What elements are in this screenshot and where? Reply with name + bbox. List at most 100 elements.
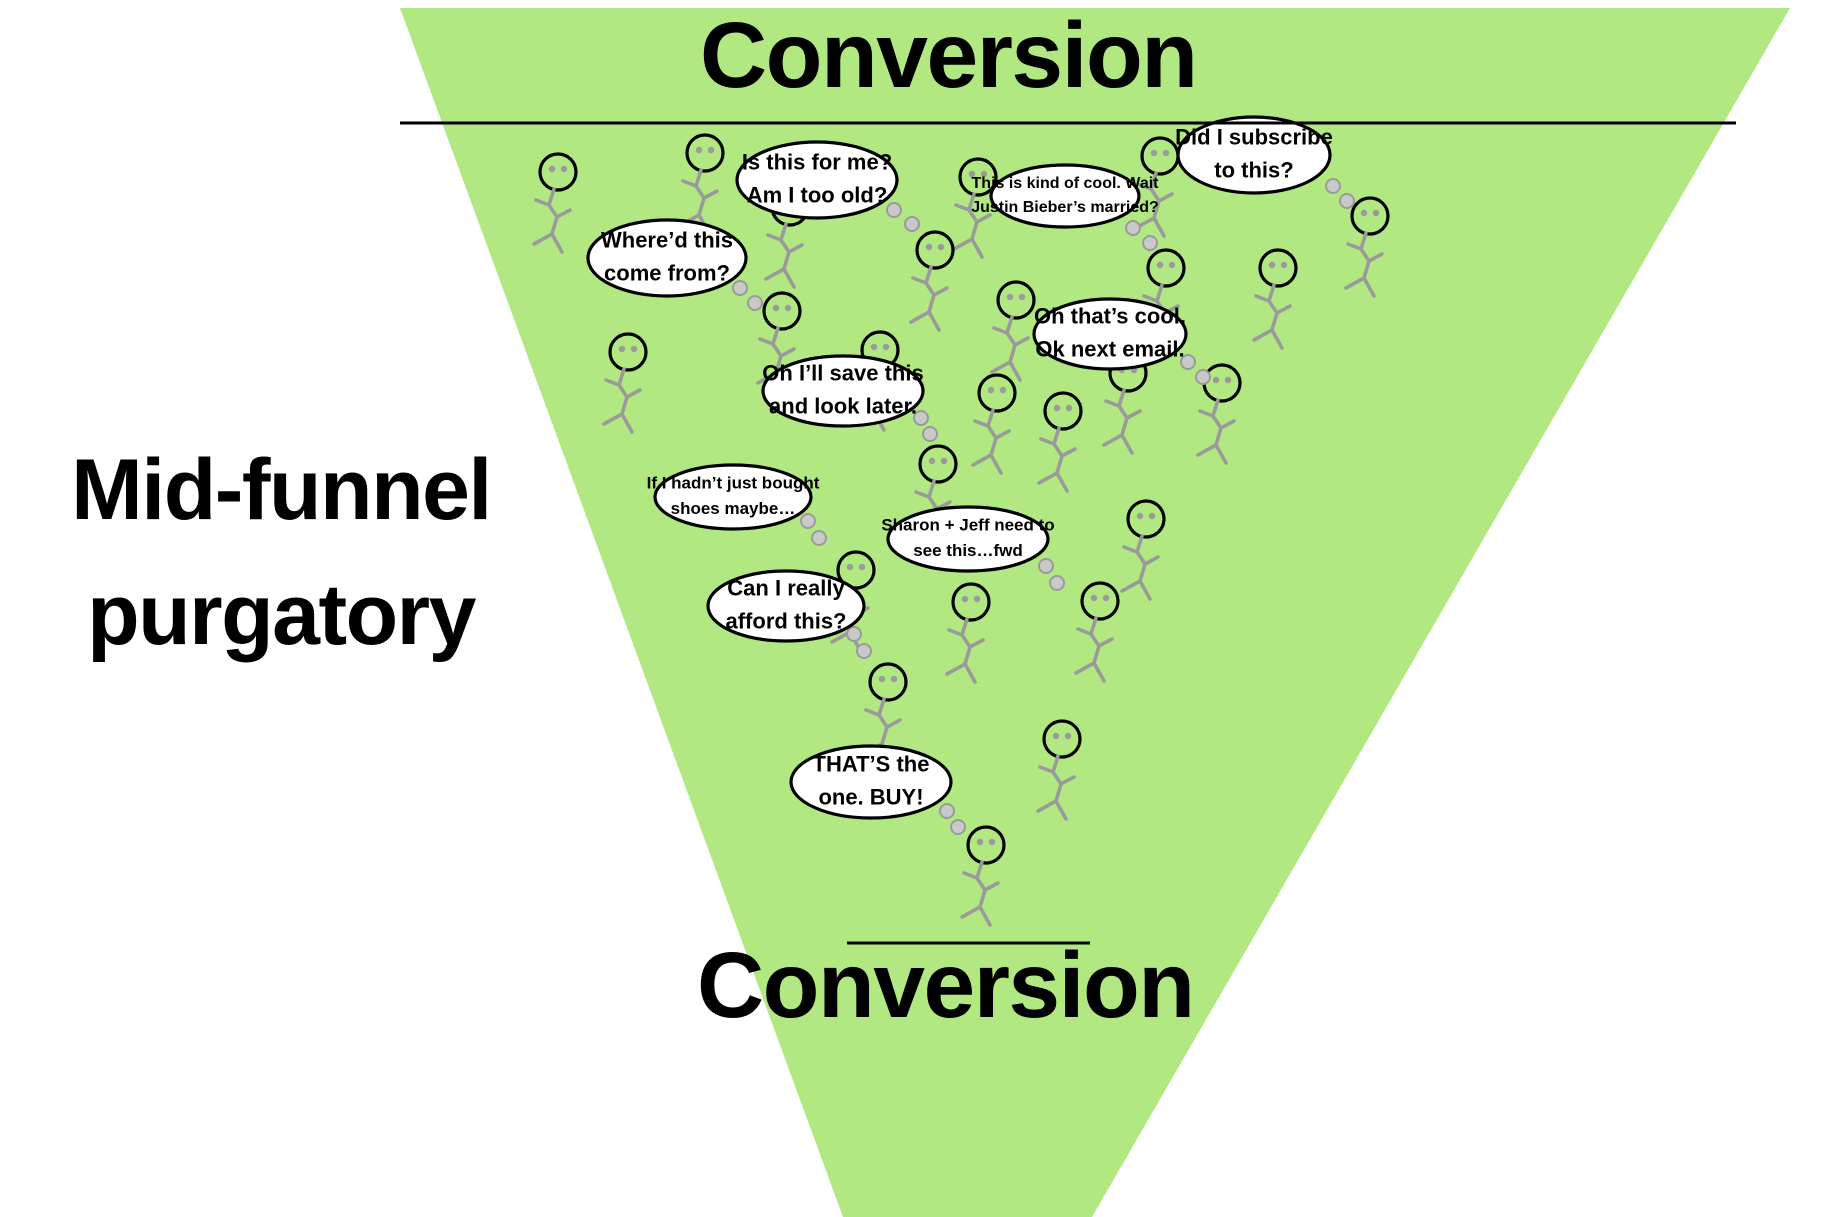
figure-eye-icon [695, 146, 703, 154]
figure-body [1196, 398, 1236, 465]
speech-bubble-text-line: Did I subscribe [1175, 124, 1333, 149]
figure-body [1344, 231, 1384, 298]
speech-bubble-text-line: Justin Bieber’s married? [971, 199, 1159, 216]
figure-eye-icon [1090, 594, 1098, 602]
speech-bubble-text-line: see this…fwd [913, 541, 1023, 560]
figure-eye-icon [1102, 594, 1110, 602]
thought-dot-icon [811, 530, 827, 546]
figure-head-icon [1043, 391, 1083, 431]
figure-head-icon [1350, 196, 1390, 236]
figure-eye-icon [1136, 512, 1144, 520]
thought-dot-trail [800, 513, 827, 546]
speech-bubble-oval [706, 569, 866, 643]
thought-dot-trail [846, 626, 872, 659]
speech-bubble-text-line: Oh that’s cool. [1034, 303, 1186, 328]
speech-bubble-text-line: Sharon + Jeff need to [881, 516, 1054, 535]
figure-head-icon [868, 662, 908, 702]
figure-head-icon [1258, 248, 1298, 288]
figure-body [960, 860, 1000, 927]
figure-eye-icon [1372, 209, 1380, 217]
figure-head-icon [958, 157, 998, 197]
speech-bubble-text-line: and look later. [769, 393, 917, 418]
stick-figure [1196, 363, 1242, 465]
figure-eye-icon [1212, 376, 1220, 384]
figure-eye-icon [1053, 404, 1061, 412]
side-title: Mid-funnel purgatory [26, 428, 536, 677]
thought-dot-trail [913, 410, 938, 442]
thought-dot-icon [1325, 178, 1341, 194]
stick-figure [1134, 136, 1180, 238]
figure-eye-icon [630, 345, 638, 353]
stick-figure [1252, 248, 1298, 350]
thought-dot-icon [1038, 558, 1054, 574]
figure-eye-icon [1064, 732, 1072, 740]
thought-dot-icon [846, 626, 862, 642]
speech-bubble-oval [989, 163, 1141, 229]
figure-head-icon [1080, 581, 1120, 621]
figure-eye-icon [784, 304, 792, 312]
figure-eye-icon [1052, 732, 1060, 740]
figure-eye-icon [1006, 293, 1014, 301]
figure-eye-icon [973, 595, 981, 603]
figure-eye-icon [1224, 376, 1232, 384]
speech-bubble-text-line: Can I really [727, 575, 845, 600]
figure-head-icon [966, 825, 1006, 865]
figure-eye-icon [937, 243, 945, 251]
figure-eye-icon [980, 170, 988, 178]
speech-bubble-group: Is this for me?Am I too old?Did I subscr… [586, 115, 1333, 820]
figure-eye-icon [988, 838, 996, 846]
thought-dot-icon [886, 202, 902, 218]
speech-bubble-oval [1176, 115, 1332, 195]
stick-figure [679, 133, 725, 235]
figure-eye-icon [1148, 512, 1156, 520]
thought-dot-icon [939, 803, 955, 819]
figure-body [756, 326, 796, 393]
figure-body [1037, 426, 1077, 493]
figure-head-icon [977, 373, 1017, 413]
figure-eye-icon [1150, 149, 1158, 157]
figure-eye-icon [925, 243, 933, 251]
thought-dot-icon [950, 819, 966, 835]
figure-head-icon [608, 332, 648, 372]
figure-eye-icon [618, 345, 626, 353]
thought-dot-trail [1180, 354, 1211, 385]
figure-eye-icon [1280, 261, 1288, 269]
figure-eye-icon [928, 457, 936, 465]
speech-bubble-text-line: If I hadn’t just bought [647, 474, 820, 493]
thought-dot-icon [1195, 369, 1211, 385]
figure-eye-icon [846, 563, 854, 571]
figure-eye-icon [976, 838, 984, 846]
thought-dot-icon [732, 280, 748, 296]
figure-eye-icon [1268, 261, 1276, 269]
figure-eye-icon [961, 595, 969, 603]
figure-eye-icon [987, 386, 995, 394]
stick-figure [756, 291, 802, 393]
figure-body [990, 315, 1030, 382]
figure-eye-icon [1018, 293, 1026, 301]
figure-eye-icon [772, 304, 780, 312]
speech-bubble-text-line: THAT’S the [813, 751, 930, 776]
stick-figure [1344, 196, 1390, 298]
figure-eye-icon [878, 675, 886, 683]
speech-bubble-oval [886, 505, 1050, 573]
speech-bubble-text-line: Where’d this [601, 227, 733, 252]
figure-eye-icon [1156, 261, 1164, 269]
figure-body [1134, 171, 1174, 238]
figure-head-icon [996, 280, 1036, 320]
figure-eye-icon [560, 165, 568, 173]
speech-bubble-oval [735, 140, 899, 220]
speech-bubble-text-line: Ok next email. [1035, 336, 1184, 361]
speech-bubble-text-line: afford this? [726, 608, 847, 633]
figure-eye-icon [1360, 209, 1368, 217]
thought-dot-trail [732, 280, 763, 311]
figure-head-icon [951, 582, 991, 622]
thought-dot-trail [1125, 220, 1158, 251]
bottom-conversion-label: Conversion [697, 933, 1195, 1037]
figure-body [1120, 534, 1160, 601]
thought-dot-icon [856, 643, 872, 659]
